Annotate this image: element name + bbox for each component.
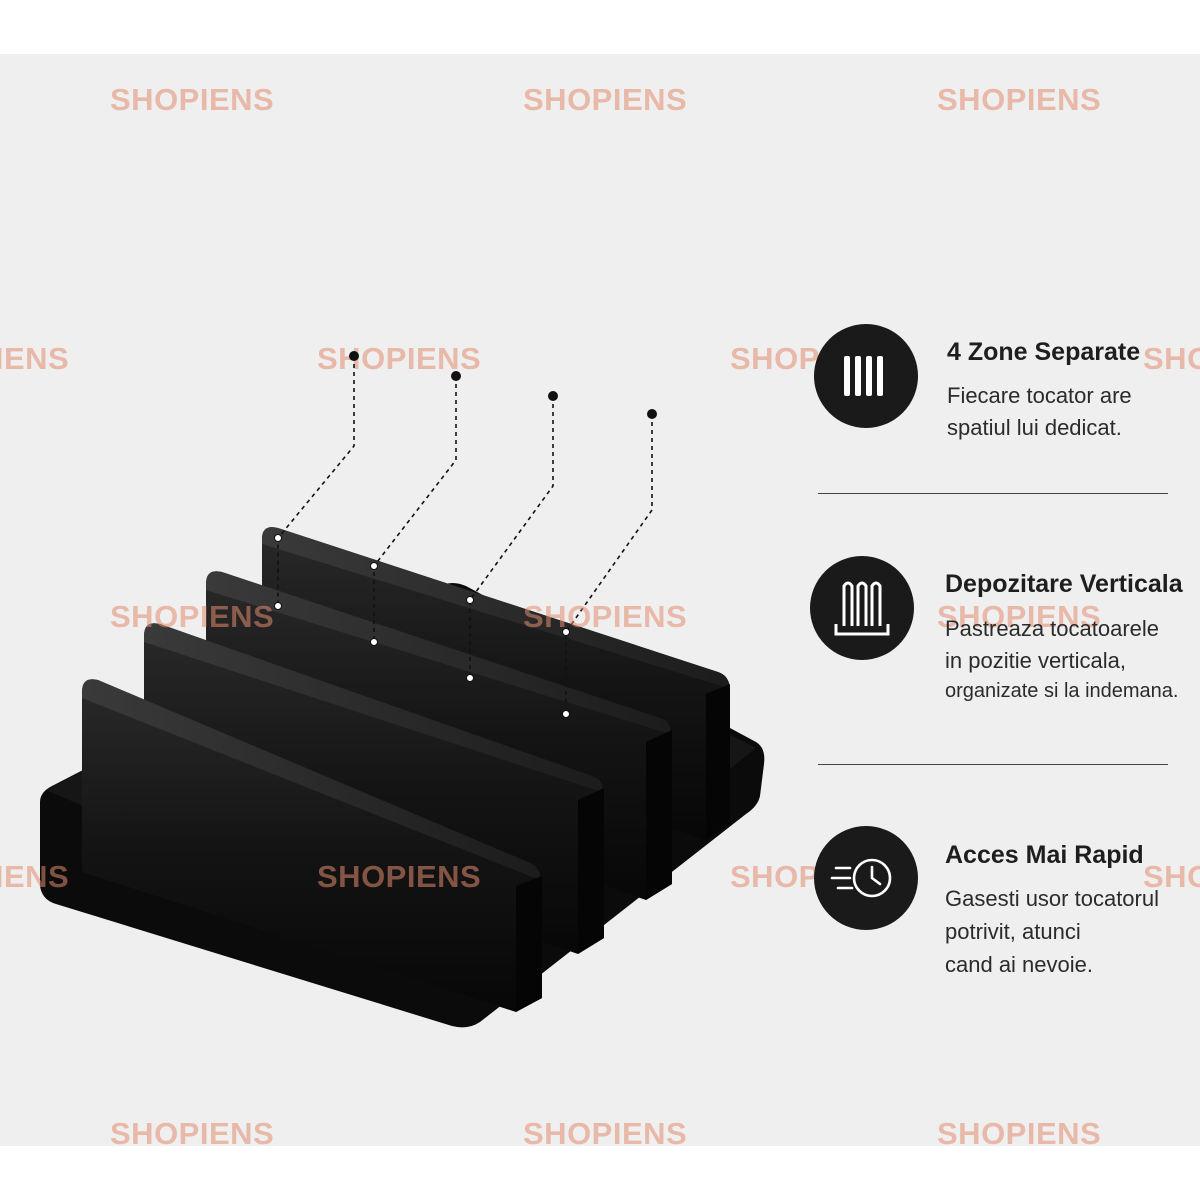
divider — [818, 493, 1168, 494]
four-bars-icon — [814, 324, 918, 428]
watermark: SHOPIENS — [1143, 341, 1200, 376]
watermark: SHOPIENS — [523, 1116, 688, 1146]
fast-clock-icon — [814, 826, 918, 930]
feature-text: cand ai nevoie. — [945, 952, 1093, 977]
feature-text: organizate si la indemana. — [945, 680, 1179, 702]
watermark: SHOPIENS — [937, 1116, 1102, 1146]
product-panel: SHOPIENS SHOPIENS SHOPIENS SHOPIENS SHOP… — [0, 54, 1200, 1146]
feature-text: Pastreaza tocatoarele — [945, 616, 1160, 641]
feature-text: in pozitie verticala, — [945, 648, 1126, 673]
watermark: SHOPIENS — [937, 82, 1102, 117]
feature-text: spatiul lui dedicat. — [947, 415, 1122, 440]
feature-title: 4 Zone Separate — [947, 338, 1141, 366]
feature-title: Depozitare Verticala — [945, 570, 1183, 598]
feature-text: Fiecare tocator are — [947, 383, 1132, 408]
cutting-board-organizer-image — [40, 351, 765, 1028]
vertical-boards-icon — [810, 556, 914, 660]
watermark: SHOPIENS — [110, 1116, 275, 1146]
divider — [818, 764, 1168, 765]
feature-title: Acces Mai Rapid — [945, 841, 1144, 869]
feature-text: Gasesti usor tocatorul — [945, 886, 1159, 911]
feature-text: potrivit, atunci — [945, 919, 1081, 944]
